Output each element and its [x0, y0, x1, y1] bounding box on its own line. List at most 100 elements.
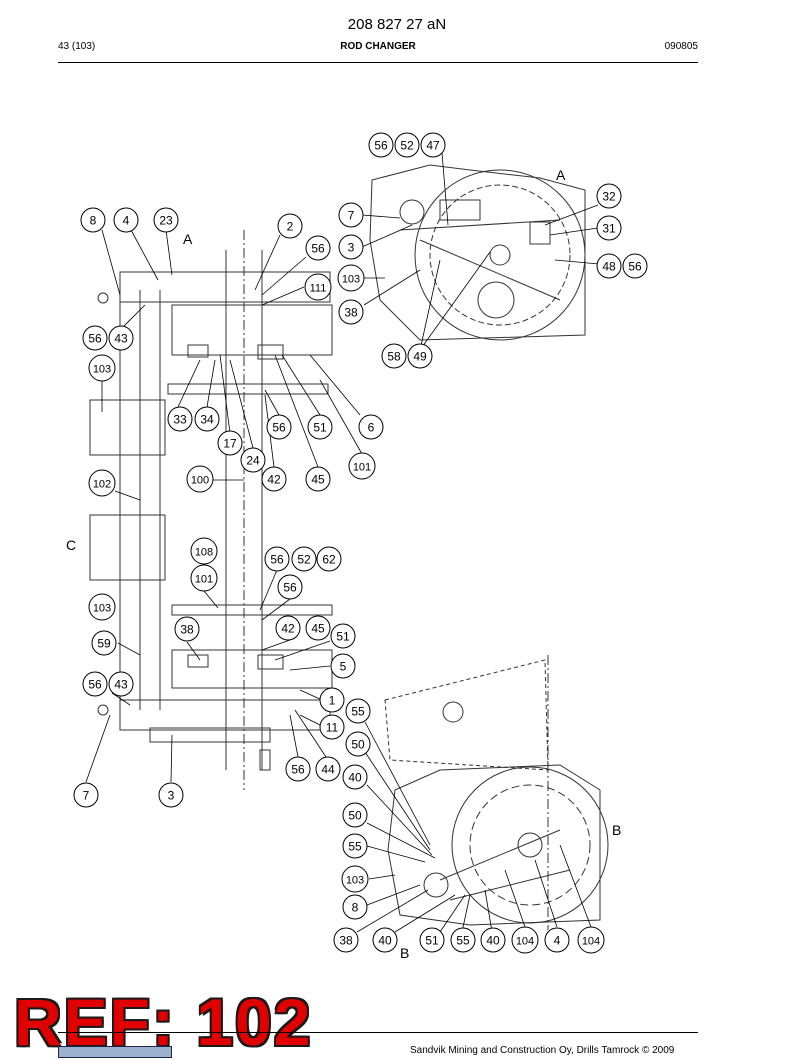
- callout-circle: [337, 264, 365, 292]
- callout-label: 44: [321, 763, 335, 777]
- callout-label: 4: [123, 214, 130, 228]
- callout-103: 103: [88, 354, 116, 382]
- callout-24: 24: [240, 447, 266, 473]
- callout-circle: [544, 927, 570, 953]
- callout-label: 8: [90, 214, 97, 228]
- left-side-view: [89, 230, 333, 790]
- callout-circle: [333, 927, 359, 953]
- callout-104: 104: [577, 926, 605, 954]
- callout-label: 31: [602, 222, 616, 236]
- callout-label: 101: [353, 462, 371, 474]
- callout-label: 40: [486, 934, 500, 948]
- callout-label: 55: [351, 705, 365, 719]
- callout-circle: [291, 546, 317, 572]
- callout-circle: [368, 132, 394, 158]
- callout-100: 100: [186, 465, 214, 493]
- header-rule: [58, 62, 698, 63]
- callout-circle: [113, 207, 139, 233]
- callout-circle: [186, 465, 214, 493]
- callout-circle: [511, 926, 539, 954]
- callout-circle: [381, 343, 407, 369]
- callout-7: 7: [338, 202, 364, 228]
- callout-8: 8: [80, 207, 106, 233]
- callout-circle: [190, 564, 218, 592]
- callout-label: 11: [326, 721, 339, 735]
- view-label-a-right: A: [556, 167, 566, 183]
- callout-circle: [345, 698, 371, 724]
- callout-56: 56: [285, 756, 311, 782]
- callout-111: 111: [304, 273, 332, 301]
- sandvik-logo: [58, 1046, 172, 1058]
- view-label-b: B: [612, 822, 621, 838]
- callout-23: 23: [153, 207, 179, 233]
- callout-45: 45: [305, 615, 331, 641]
- callout-circle: [88, 354, 116, 382]
- page-number: 43 (103): [58, 41, 96, 52]
- callout-45: 45: [305, 466, 331, 492]
- callout-40: 40: [480, 927, 506, 953]
- callout-label: 100: [191, 475, 209, 487]
- callout-label: 52: [400, 139, 414, 153]
- callout-40: 40: [372, 927, 398, 953]
- callout-label: 50: [351, 738, 365, 752]
- callout-circle: [420, 132, 446, 158]
- callout-label: 55: [348, 840, 362, 854]
- callout-label: 104: [582, 936, 600, 948]
- callout-51: 51: [419, 927, 445, 953]
- section-title: ROD CHANGER: [340, 41, 416, 52]
- callout-4: 4: [544, 927, 570, 953]
- callout-label: 108: [195, 547, 213, 559]
- callout-circle: [217, 430, 243, 456]
- callout-circle: [342, 764, 368, 790]
- callout-44: 44: [315, 756, 341, 782]
- callout-label: 103: [342, 274, 360, 286]
- callout-circle: [153, 207, 179, 233]
- callout-circle: [194, 406, 220, 432]
- copyright-notice: Sandvik Mining and Construction Oy, Dril…: [410, 1045, 675, 1056]
- callout-1: 1: [319, 687, 345, 713]
- callout-label: 103: [346, 875, 364, 887]
- view-label-a-left: A: [183, 231, 193, 247]
- callout-circle: [174, 616, 200, 642]
- callout-label: 42: [281, 622, 295, 636]
- callout-label: 38: [339, 934, 353, 948]
- callout-circle: [342, 802, 368, 828]
- callout-55: 55: [342, 833, 368, 859]
- callout-circle: [307, 414, 333, 440]
- callout-label: 103: [93, 603, 111, 615]
- callout-circle: [407, 343, 433, 369]
- callout-circle: [305, 466, 331, 492]
- callout-circle: [264, 546, 290, 572]
- revision-date: 090805: [664, 41, 698, 52]
- callout-circle: [338, 234, 364, 260]
- callout-circle: [277, 213, 303, 239]
- callout-label: 1: [329, 694, 336, 708]
- callout-circle: [372, 927, 398, 953]
- callout-label: 5: [340, 660, 347, 674]
- callout-label: 4: [554, 934, 561, 948]
- callout-7: 7: [73, 782, 99, 808]
- callout-label: 56: [291, 763, 305, 777]
- callout-52: 52: [394, 132, 420, 158]
- callout-circle: [341, 865, 369, 893]
- callout-48: 48: [596, 253, 622, 279]
- callout-circle: [108, 671, 134, 697]
- callout-label: 33: [173, 413, 187, 427]
- callout-4: 4: [113, 207, 139, 233]
- callout-label: 40: [348, 771, 362, 785]
- callout-circle: [330, 653, 356, 679]
- callout-62: 62: [316, 546, 342, 572]
- callout-label: 52: [297, 553, 311, 567]
- callout-label: 56: [311, 242, 325, 256]
- callout-label: 38: [180, 623, 194, 637]
- callout-circle: [305, 235, 331, 261]
- callout-label: 103: [93, 364, 111, 376]
- callout-label: 62: [322, 553, 336, 567]
- callout-38: 38: [338, 299, 364, 325]
- callout-label: 56: [628, 260, 642, 274]
- callout-label: 7: [348, 209, 355, 223]
- callout-label: 59: [97, 637, 111, 651]
- callout-43: 43: [108, 325, 134, 351]
- callout-label: 34: [200, 413, 214, 427]
